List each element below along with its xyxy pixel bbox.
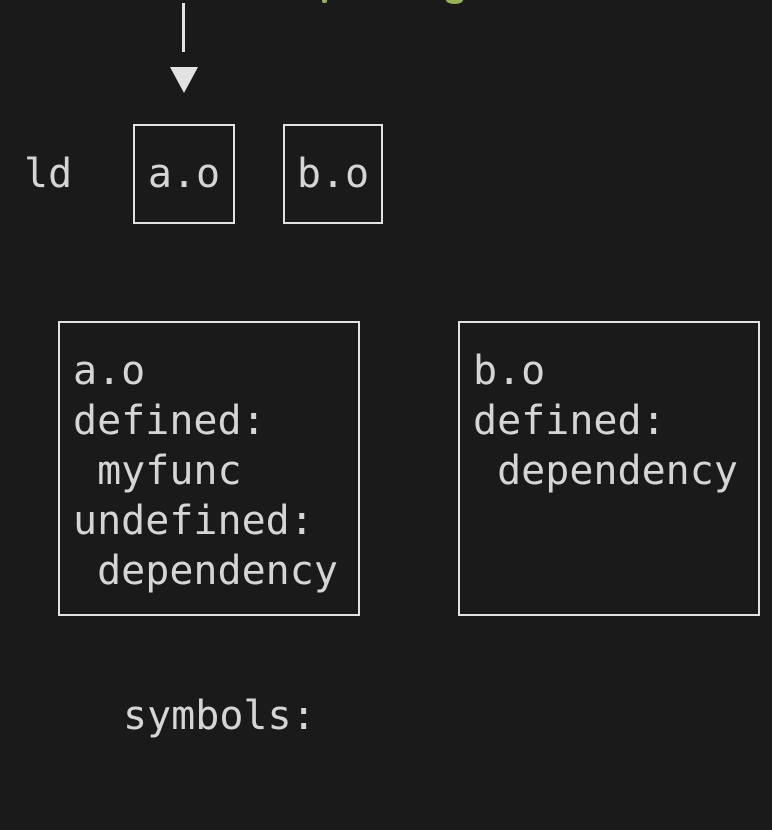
symbols-label: symbols: <box>123 693 316 739</box>
symbol-table-line: a.o <box>73 348 146 394</box>
clipped-green-text-fragment-stem <box>322 0 327 3</box>
symbol-table-line: dependency <box>473 448 738 494</box>
ld-command-label: ld <box>24 151 73 197</box>
input-object-label: b.o <box>296 151 370 197</box>
symbol-table-bo: b.o defined: dependency <box>458 321 760 616</box>
symbol-table-line: dependency <box>73 548 338 594</box>
clipped-green-text-fragment-bowl <box>446 0 463 4</box>
input-object-box-ao: a.o <box>133 124 235 224</box>
symbol-table-ao: a.o defined: myfunc undefined: dependenc… <box>58 321 360 616</box>
symbol-table-line: myfunc <box>73 448 242 494</box>
input-object-box-bo: b.o <box>283 124 383 224</box>
down-arrow-shaft <box>182 3 185 52</box>
symbol-table-line: defined: <box>73 398 266 444</box>
down-arrow-head-icon <box>170 67 198 93</box>
symbol-table-line: defined: <box>473 398 666 444</box>
symbol-table-line: b.o <box>473 348 546 394</box>
symbol-table-line: undefined: <box>73 498 314 544</box>
input-object-label: a.o <box>147 151 221 197</box>
